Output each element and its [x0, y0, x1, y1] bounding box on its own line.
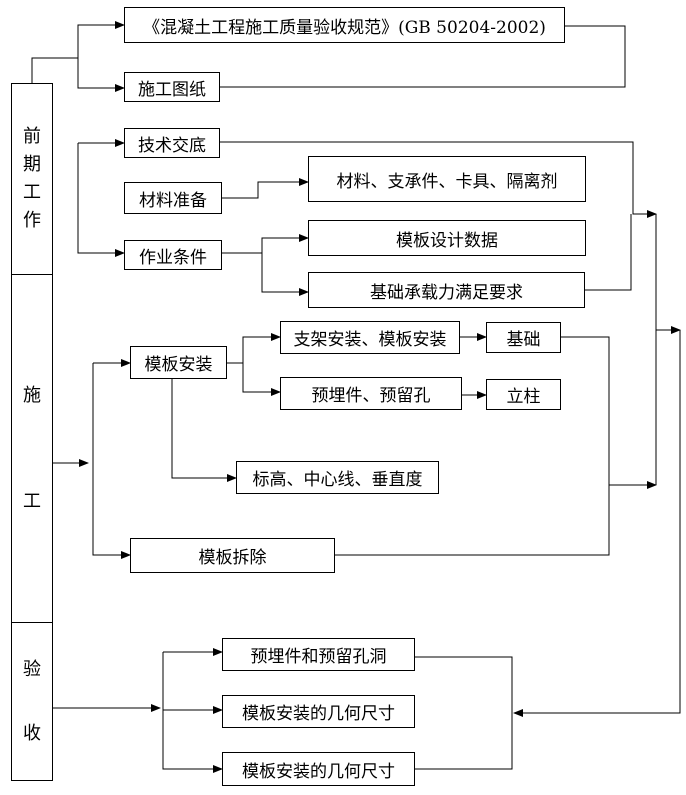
connector-foundation-right — [335, 336, 610, 556]
box-elevation-check: 标高、中心线、垂直度 — [236, 461, 439, 494]
connector-prep-to-drawings — [77, 58, 125, 92]
box-support-install: 支架安装、模板安装 — [280, 321, 460, 354]
box-formwork-install: 模板安装 — [130, 346, 227, 379]
box-check-geometry-1: 模板安装的几何尺寸 — [222, 695, 415, 728]
stage-prep: 前 期 工 作 — [11, 83, 53, 275]
connector-spec-to-drawings — [220, 25, 626, 88]
stage-prep-char: 前 — [23, 126, 41, 147]
box-foundation: 基础 — [486, 322, 561, 353]
box-materials-list: 材料、支承件、卡具、隔离剂 — [308, 156, 586, 202]
stage-prep-char: 期 — [23, 154, 41, 175]
connector-install-to-embedded — [242, 363, 281, 396]
box-work-conditions: 作业条件 — [124, 240, 222, 270]
stage-acceptance-char: 收 — [23, 722, 41, 744]
connector-to-acceptance — [513, 330, 681, 717]
box-check-embedded: 预埋件和预留孔洞 — [222, 638, 415, 671]
box-design-data: 模板设计数据 — [308, 220, 586, 256]
stage-prep-char: 工 — [23, 182, 41, 203]
stage-construction: 施 工 — [11, 274, 53, 623]
connector-foundation-right — [585, 214, 632, 291]
box-materials-prep: 材料准备 — [124, 182, 222, 214]
stage-acceptance: 验 收 — [11, 622, 53, 781]
box-briefing: 技术交底 — [124, 128, 220, 158]
stage-construction-char: 施 — [23, 384, 41, 406]
connector-work-to-foundation — [261, 253, 309, 296]
connector-install-to-support — [227, 333, 281, 364]
connector-prep-vertical — [77, 143, 125, 257]
connector-materials — [222, 178, 309, 199]
connector-construction-vertical — [92, 363, 131, 559]
box-embedded-parts: 预埋件、预留孔 — [280, 377, 462, 410]
box-column: 立柱 — [486, 379, 561, 410]
stage-construction-char: 工 — [23, 490, 41, 512]
connector-install-to-elevation — [171, 378, 237, 482]
connector-briefing-right — [220, 141, 657, 218]
box-foundation-requirement: 基础承载力满足要求 — [308, 272, 585, 308]
box-check-geometry-2: 模板安装的几何尺寸 — [222, 752, 415, 786]
stage-acceptance-char: 验 — [23, 658, 41, 680]
box-formwork-removal: 模板拆除 — [130, 538, 335, 573]
connector-collector-vertical — [655, 214, 681, 334]
connector-checks-right — [415, 656, 513, 770]
box-spec: 《混凝土工程施工质量验收规范》(GB 50204-2002) — [124, 7, 565, 43]
connector-work-to-design — [222, 234, 309, 254]
connector-acceptance-vertical — [162, 652, 223, 773]
box-drawings: 施工图纸 — [124, 72, 220, 102]
stage-prep-char: 作 — [23, 210, 41, 231]
